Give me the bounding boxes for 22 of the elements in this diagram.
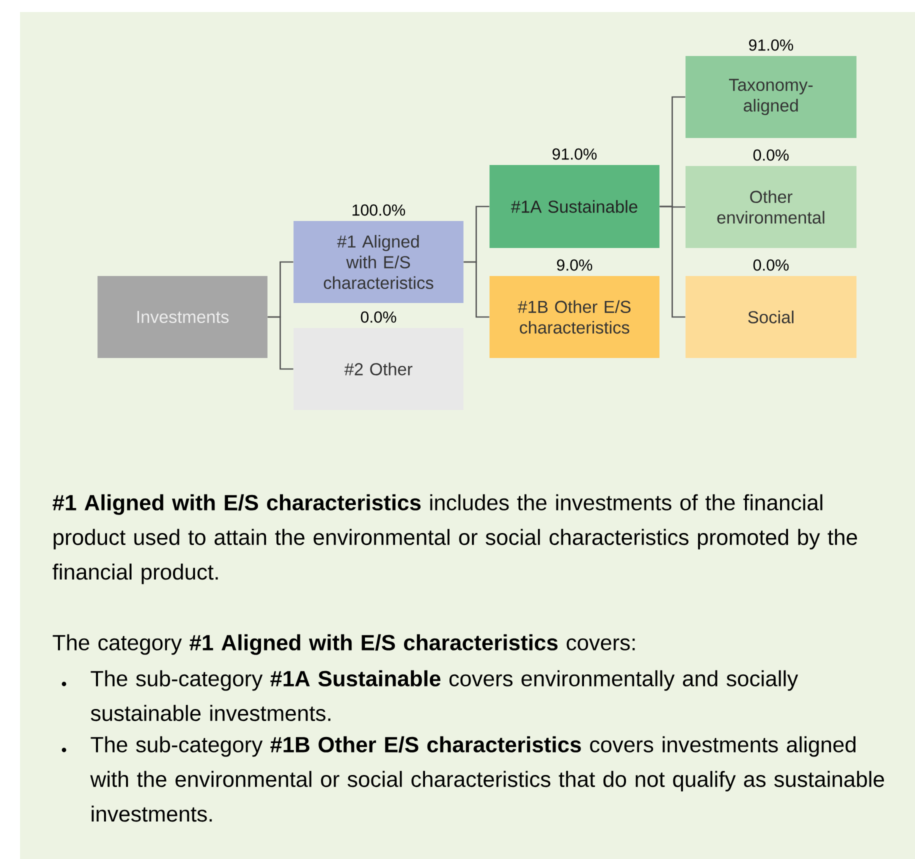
paragraph: The sub-category #1A Sustainable covers environmentally and socially sustainable investments. bbox=[90, 670, 798, 722]
connector-line bbox=[268, 316, 294, 370]
percentage-label: 100.0% bbox=[352, 204, 406, 216]
category-box: #1A Sustainable bbox=[490, 165, 660, 248]
percentage-label: 0.0% bbox=[753, 259, 789, 271]
category-box: #1 Aligned with E/S characteristics bbox=[294, 221, 464, 303]
category-box: #2 Other bbox=[294, 328, 464, 410]
percentage-label: 0.0% bbox=[753, 149, 789, 161]
category-box: Social bbox=[686, 276, 856, 358]
connector-line bbox=[660, 206, 686, 318]
paragraph: The sub-category #1B Other E/S characteristics covers investments aligned with the environmental or social characteristics that do not qualify as sustainable investments. bbox=[90, 736, 884, 822]
paragraph: The category #1 Aligned with E/S characteristics covers: bbox=[52, 634, 635, 655]
category-box: Taxonomy-aligned bbox=[686, 56, 856, 138]
category-box: Other environmental bbox=[686, 166, 856, 248]
percentage-label: 91.0% bbox=[552, 148, 597, 160]
percentage-label: 0.0% bbox=[360, 311, 396, 323]
paragraph: #1 Aligned with E/S characteristics includes the investments of the financial product used to attain the environmental or social characteristics promoted by the financial product. bbox=[52, 494, 857, 584]
category-box: #1B Other E/S characteristics bbox=[490, 276, 660, 358]
percentage-label: 91.0% bbox=[749, 39, 794, 51]
category-box: Investments bbox=[98, 276, 268, 358]
percentage-label: 9.0% bbox=[557, 259, 592, 271]
connector-line bbox=[464, 261, 490, 318]
